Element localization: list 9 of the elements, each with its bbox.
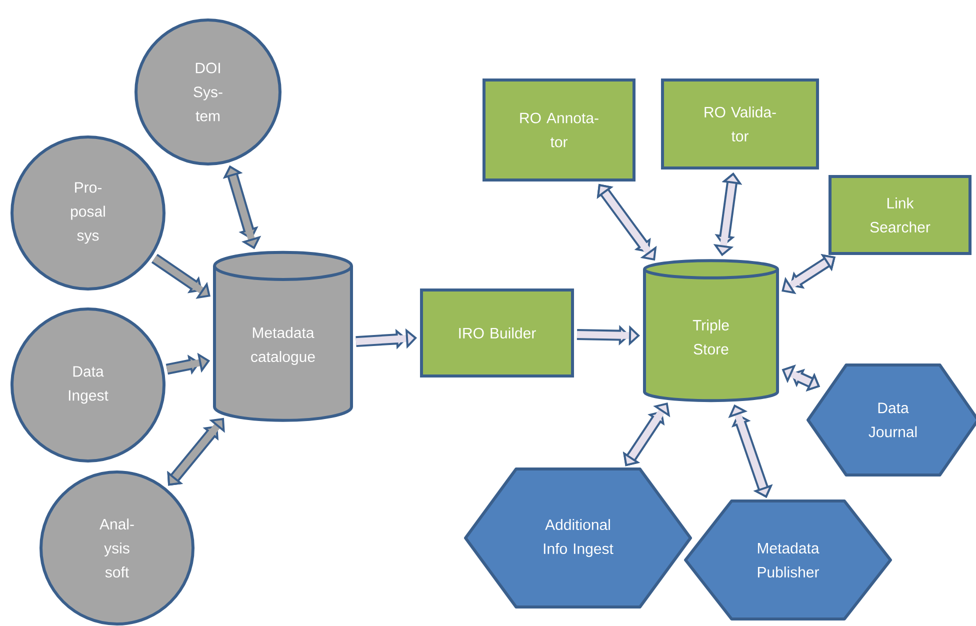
hexagon-box: Data Journal	[806, 364, 976, 476]
process-box: Link Searcher	[828, 175, 972, 255]
process-box: RO Valida- tor	[661, 78, 820, 170]
database-cylinder: Triple Store	[643, 259, 780, 402]
hexagon-box: Metadata Publisher	[684, 500, 892, 620]
database-cylinder: Metadata catalogue	[213, 250, 353, 422]
process-box: RO Annota- tor	[482, 78, 636, 182]
process-box: IRO Builder	[420, 288, 574, 378]
hexagon-box: Additional Info Ingest	[464, 468, 692, 608]
